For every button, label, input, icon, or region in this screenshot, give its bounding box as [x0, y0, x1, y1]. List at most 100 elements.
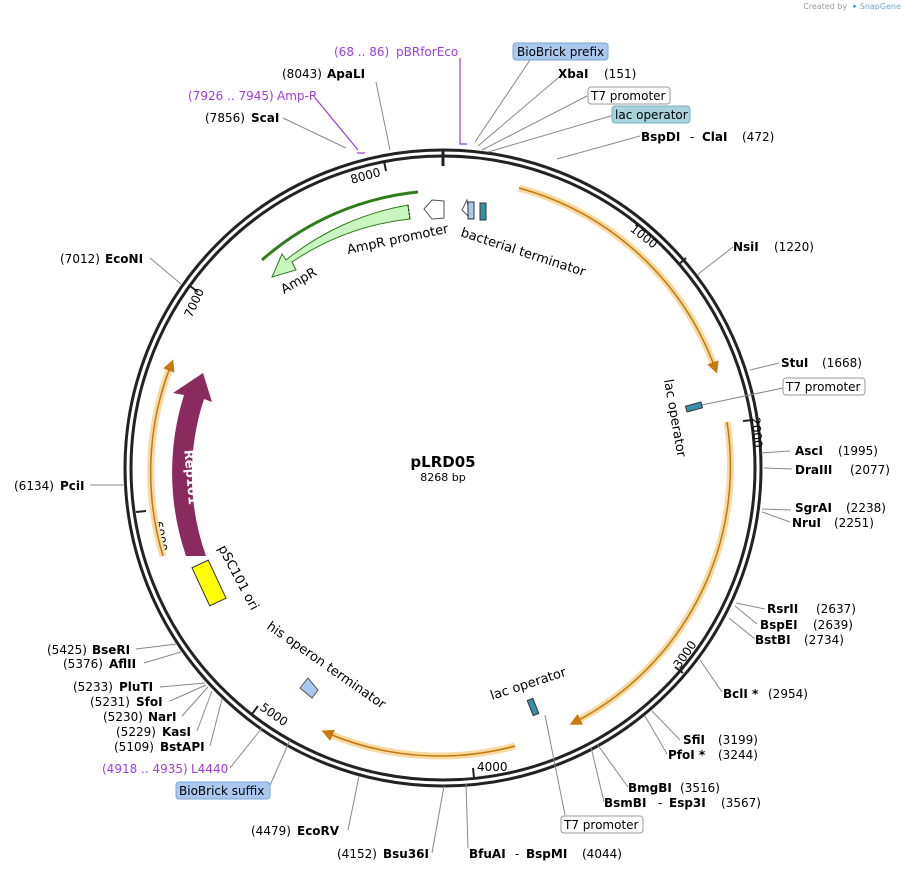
- tick-label-5000: 5000: [257, 700, 290, 729]
- bfuai-sep: -: [515, 847, 519, 861]
- draiii-name: DraIII: [795, 463, 832, 477]
- plasmid-name: pLRD05: [410, 453, 475, 471]
- t7-promoter-bottom-box: T7 promoter: [560, 815, 644, 834]
- bstbi-name: BstBI: [755, 633, 791, 647]
- rep101-label: Rep101: [180, 449, 200, 505]
- lac-operator-top-box: lac operator: [611, 105, 691, 124]
- bcli-name: BclI *: [723, 687, 759, 701]
- pcii-name: PciI: [60, 479, 85, 493]
- nari-pos: (5230): [103, 710, 143, 724]
- esp3i-name: Esp3I: [669, 796, 706, 810]
- kasi-pos: (5229): [116, 725, 156, 739]
- bfuai-name: BfuAI: [469, 847, 506, 861]
- ampr-arrow: [271, 204, 411, 278]
- nrui-name: NruI: [792, 516, 821, 530]
- bseri-pos: (5425): [47, 643, 87, 657]
- bsmbi-sep: -: [658, 796, 662, 810]
- orf-arc-4-core: [149, 359, 175, 557]
- orf-arc-1-core: [518, 187, 719, 374]
- apali-pos: (8043): [282, 67, 322, 81]
- t7-promoter-top-label: T7 promoter: [590, 89, 666, 103]
- t7-promoter-bottom-label: T7 promoter: [563, 818, 639, 832]
- sfoi-name: SfoI: [136, 695, 163, 709]
- tick-label-3000: 3000: [670, 638, 699, 671]
- nsii-pos: (1220): [774, 240, 814, 254]
- sgrai-name: SgrAI: [795, 501, 832, 515]
- primer-leader-lines: [315, 58, 467, 154]
- ecorv-name: EcoRV: [297, 824, 340, 838]
- pluti-pos: (5233): [73, 680, 113, 694]
- his-terminator-arrow: [299, 677, 319, 699]
- bcli-pos: (2954): [768, 687, 808, 701]
- psc101-ori-mark: [191, 559, 227, 607]
- rsrii-pos: (2637): [816, 602, 856, 616]
- bseri-name: BseRI: [92, 643, 130, 657]
- psc101-ori-label: pSC101 ori: [214, 543, 261, 613]
- bspdi-sep: -: [690, 130, 694, 144]
- clai-name: ClaI: [702, 130, 727, 144]
- t7-promoter-right-label: T7 promoter: [785, 380, 861, 394]
- bstapi-pos: (5109): [114, 740, 154, 754]
- biobrick-suffix-box: BioBrick suffix: [175, 781, 271, 800]
- scai-pos: (7856): [205, 111, 245, 125]
- lac-operator-bottom-label: lac operator: [489, 665, 569, 704]
- orf-arc-2-core: [569, 421, 732, 725]
- sgrai-pos: (2238): [846, 501, 886, 515]
- pbrforeco-range: (68 .. 86): [334, 45, 389, 59]
- bsu36i-pos: (4152): [337, 847, 377, 861]
- orf-arc-1: [518, 184, 719, 370]
- pcii-pos: (6134): [14, 479, 54, 493]
- pbrforeco-name: pBRforEco: [396, 45, 458, 59]
- bspdi-name: BspDI: [641, 130, 680, 144]
- aflii-name: AflII: [109, 657, 136, 671]
- draiii-pos: (2077): [850, 463, 890, 477]
- top-feature-blue: [467, 201, 475, 220]
- econi-name: EcoNI: [105, 252, 143, 266]
- t7-promoter-right-box: T7 promoter: [782, 377, 866, 396]
- bsu36i-name: Bsu36I: [383, 847, 429, 861]
- pfoi-pos: (3244): [718, 748, 758, 762]
- bspmi-pos: (4044): [582, 847, 622, 861]
- snapgene-logo-icon: 🔹: [849, 2, 860, 11]
- snapgene-credit: Created by 🔹SnapGene: [803, 2, 901, 11]
- esp3i-pos: (3567): [721, 796, 761, 810]
- tick-label-2000: 2000: [748, 417, 765, 449]
- biobrick-prefix-label: BioBrick prefix: [517, 45, 604, 59]
- pluti-name: PluTI: [119, 680, 153, 694]
- bstapi-name: BstAPI: [160, 740, 205, 754]
- rsrii-name: RsrII: [767, 602, 798, 616]
- biobrick-suffix-label: BioBrick suffix: [179, 784, 264, 798]
- leader-lines: [90, 59, 793, 854]
- amp-r-range: (7926 .. 7945): [188, 89, 274, 103]
- nari-name: NarI: [148, 710, 177, 724]
- sfii-name: SfiI: [683, 733, 705, 747]
- amp-r-name: Amp-R: [277, 89, 317, 103]
- nsii-name: NsiI: [733, 240, 759, 254]
- xbai-name: XbaI: [558, 67, 588, 81]
- tick-marks: [135, 160, 754, 779]
- scai-name: ScaI: [251, 111, 279, 125]
- lac-operator-right-mark: [684, 401, 704, 413]
- orf-arc-2: [573, 421, 734, 726]
- apali-name: ApaLI: [327, 67, 365, 81]
- pfoi-name: PfoI *: [668, 748, 706, 762]
- xbai-pos: (151): [604, 67, 636, 81]
- ampr-promoter-divider: [407, 204, 411, 221]
- plasmid-size: 8268 bp: [420, 471, 465, 484]
- bsmbi-name: BsmBI: [604, 796, 646, 810]
- biobrick-prefix-box: BioBrick prefix: [512, 42, 609, 61]
- clai-pos: (472): [742, 130, 774, 144]
- kasi-name: KasI: [162, 725, 191, 739]
- l4440-name: L4440: [191, 762, 228, 776]
- asci-name: AscI: [795, 444, 823, 458]
- sfii-pos: (3199): [718, 733, 758, 747]
- bspei-name: BspEI: [760, 618, 798, 632]
- ampr-dark-arc: [261, 190, 419, 262]
- bspmi-name: BspMI: [526, 847, 567, 861]
- bmgbi-name: BmgBI: [628, 781, 672, 795]
- rep101-arrow: [172, 373, 212, 556]
- asci-pos: (1995): [838, 444, 878, 458]
- t7-promoter-top-box: T7 promoter: [587, 86, 671, 105]
- tick-label-4000: 4000: [477, 760, 508, 774]
